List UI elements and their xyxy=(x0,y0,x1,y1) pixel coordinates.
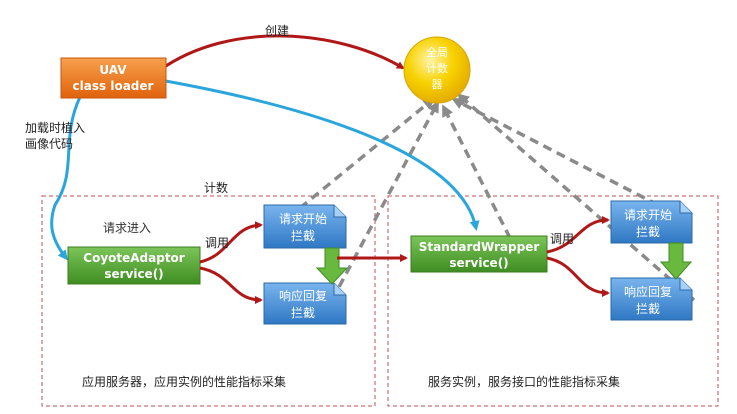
uav-class-loader-box: UAV class loader xyxy=(60,57,167,99)
left-call-arrow-up xyxy=(199,221,263,264)
left-call-label: 调用 xyxy=(205,236,229,250)
coyote-label-2: service() xyxy=(104,267,163,281)
uav-label-1: UAV xyxy=(99,63,127,77)
left-resp-label-1: 响应回复 xyxy=(279,288,327,303)
count-arrow-3 xyxy=(442,104,512,239)
global-counter-label-3: 器 xyxy=(432,78,443,91)
right-req-label-2: 拦截 xyxy=(636,225,660,239)
count-arrow-2 xyxy=(330,100,439,301)
wrapper-label-1: StandardWrapper xyxy=(419,240,540,254)
right-request-intercept-doc: 请求开始 拦截 xyxy=(610,200,693,244)
inject-label-2: 画像代码 xyxy=(25,137,73,151)
coyote-adaptor-box: CoyoteAdaptor service() xyxy=(67,246,201,285)
request-enter-label: 请求进入 xyxy=(103,221,151,235)
left-flow-down-arrow xyxy=(315,247,349,285)
right-call-label: 调用 xyxy=(550,232,574,246)
right-response-intercept-doc: 响应回复 拦截 xyxy=(610,277,693,321)
global-counter-label-2: 计数 xyxy=(426,62,448,75)
right-flow-down-arrow xyxy=(659,242,693,280)
global-counter-node: 全局 计数 器 xyxy=(403,36,471,104)
right-region-border xyxy=(387,195,719,407)
right-call-arrow-up xyxy=(546,216,610,254)
global-counter-label-1: 全局 xyxy=(426,45,448,59)
inject-arrow-wrapper xyxy=(159,78,480,231)
standard-wrapper-box: StandardWrapper service() xyxy=(410,235,548,273)
left-req-label-1: 请求开始 xyxy=(279,212,327,226)
count-arrow-4 xyxy=(451,98,659,207)
left-resp-label-2: 拦截 xyxy=(291,306,315,320)
left-region-caption: 应用服务器，应用实例的性能指标采集 xyxy=(82,374,286,389)
left-region-border xyxy=(41,195,376,407)
count-arrows xyxy=(298,93,696,302)
right-resp-label-2: 拦截 xyxy=(636,302,660,316)
inject-arrow-coyote xyxy=(50,96,82,261)
count-arrow-5 xyxy=(456,93,696,302)
left-response-intercept-doc: 响应回复 拦截 xyxy=(263,282,347,325)
right-req-label-1: 请求开始 xyxy=(624,208,672,222)
left-request-intercept-doc: 请求开始 拦截 xyxy=(263,204,347,249)
right-resp-label-1: 响应回复 xyxy=(624,284,672,299)
left-call-arrow-down xyxy=(199,266,263,304)
coyote-label-1: CoyoteAdaptor xyxy=(83,251,185,265)
inject-label-1: 加载时植入 xyxy=(25,120,85,135)
count-label: 计数 xyxy=(204,180,228,195)
right-call-arrow-down xyxy=(546,256,610,297)
left-req-label-2: 拦截 xyxy=(291,229,315,243)
count-arrow-1 xyxy=(298,97,436,210)
create-label: 创建 xyxy=(265,24,289,38)
wrapper-label-2: service() xyxy=(449,256,508,270)
create-arrow xyxy=(159,34,405,72)
uav-label-2: class loader xyxy=(73,79,154,93)
right-region-caption: 服务实例，服务接口的性能指标采集 xyxy=(428,374,620,389)
